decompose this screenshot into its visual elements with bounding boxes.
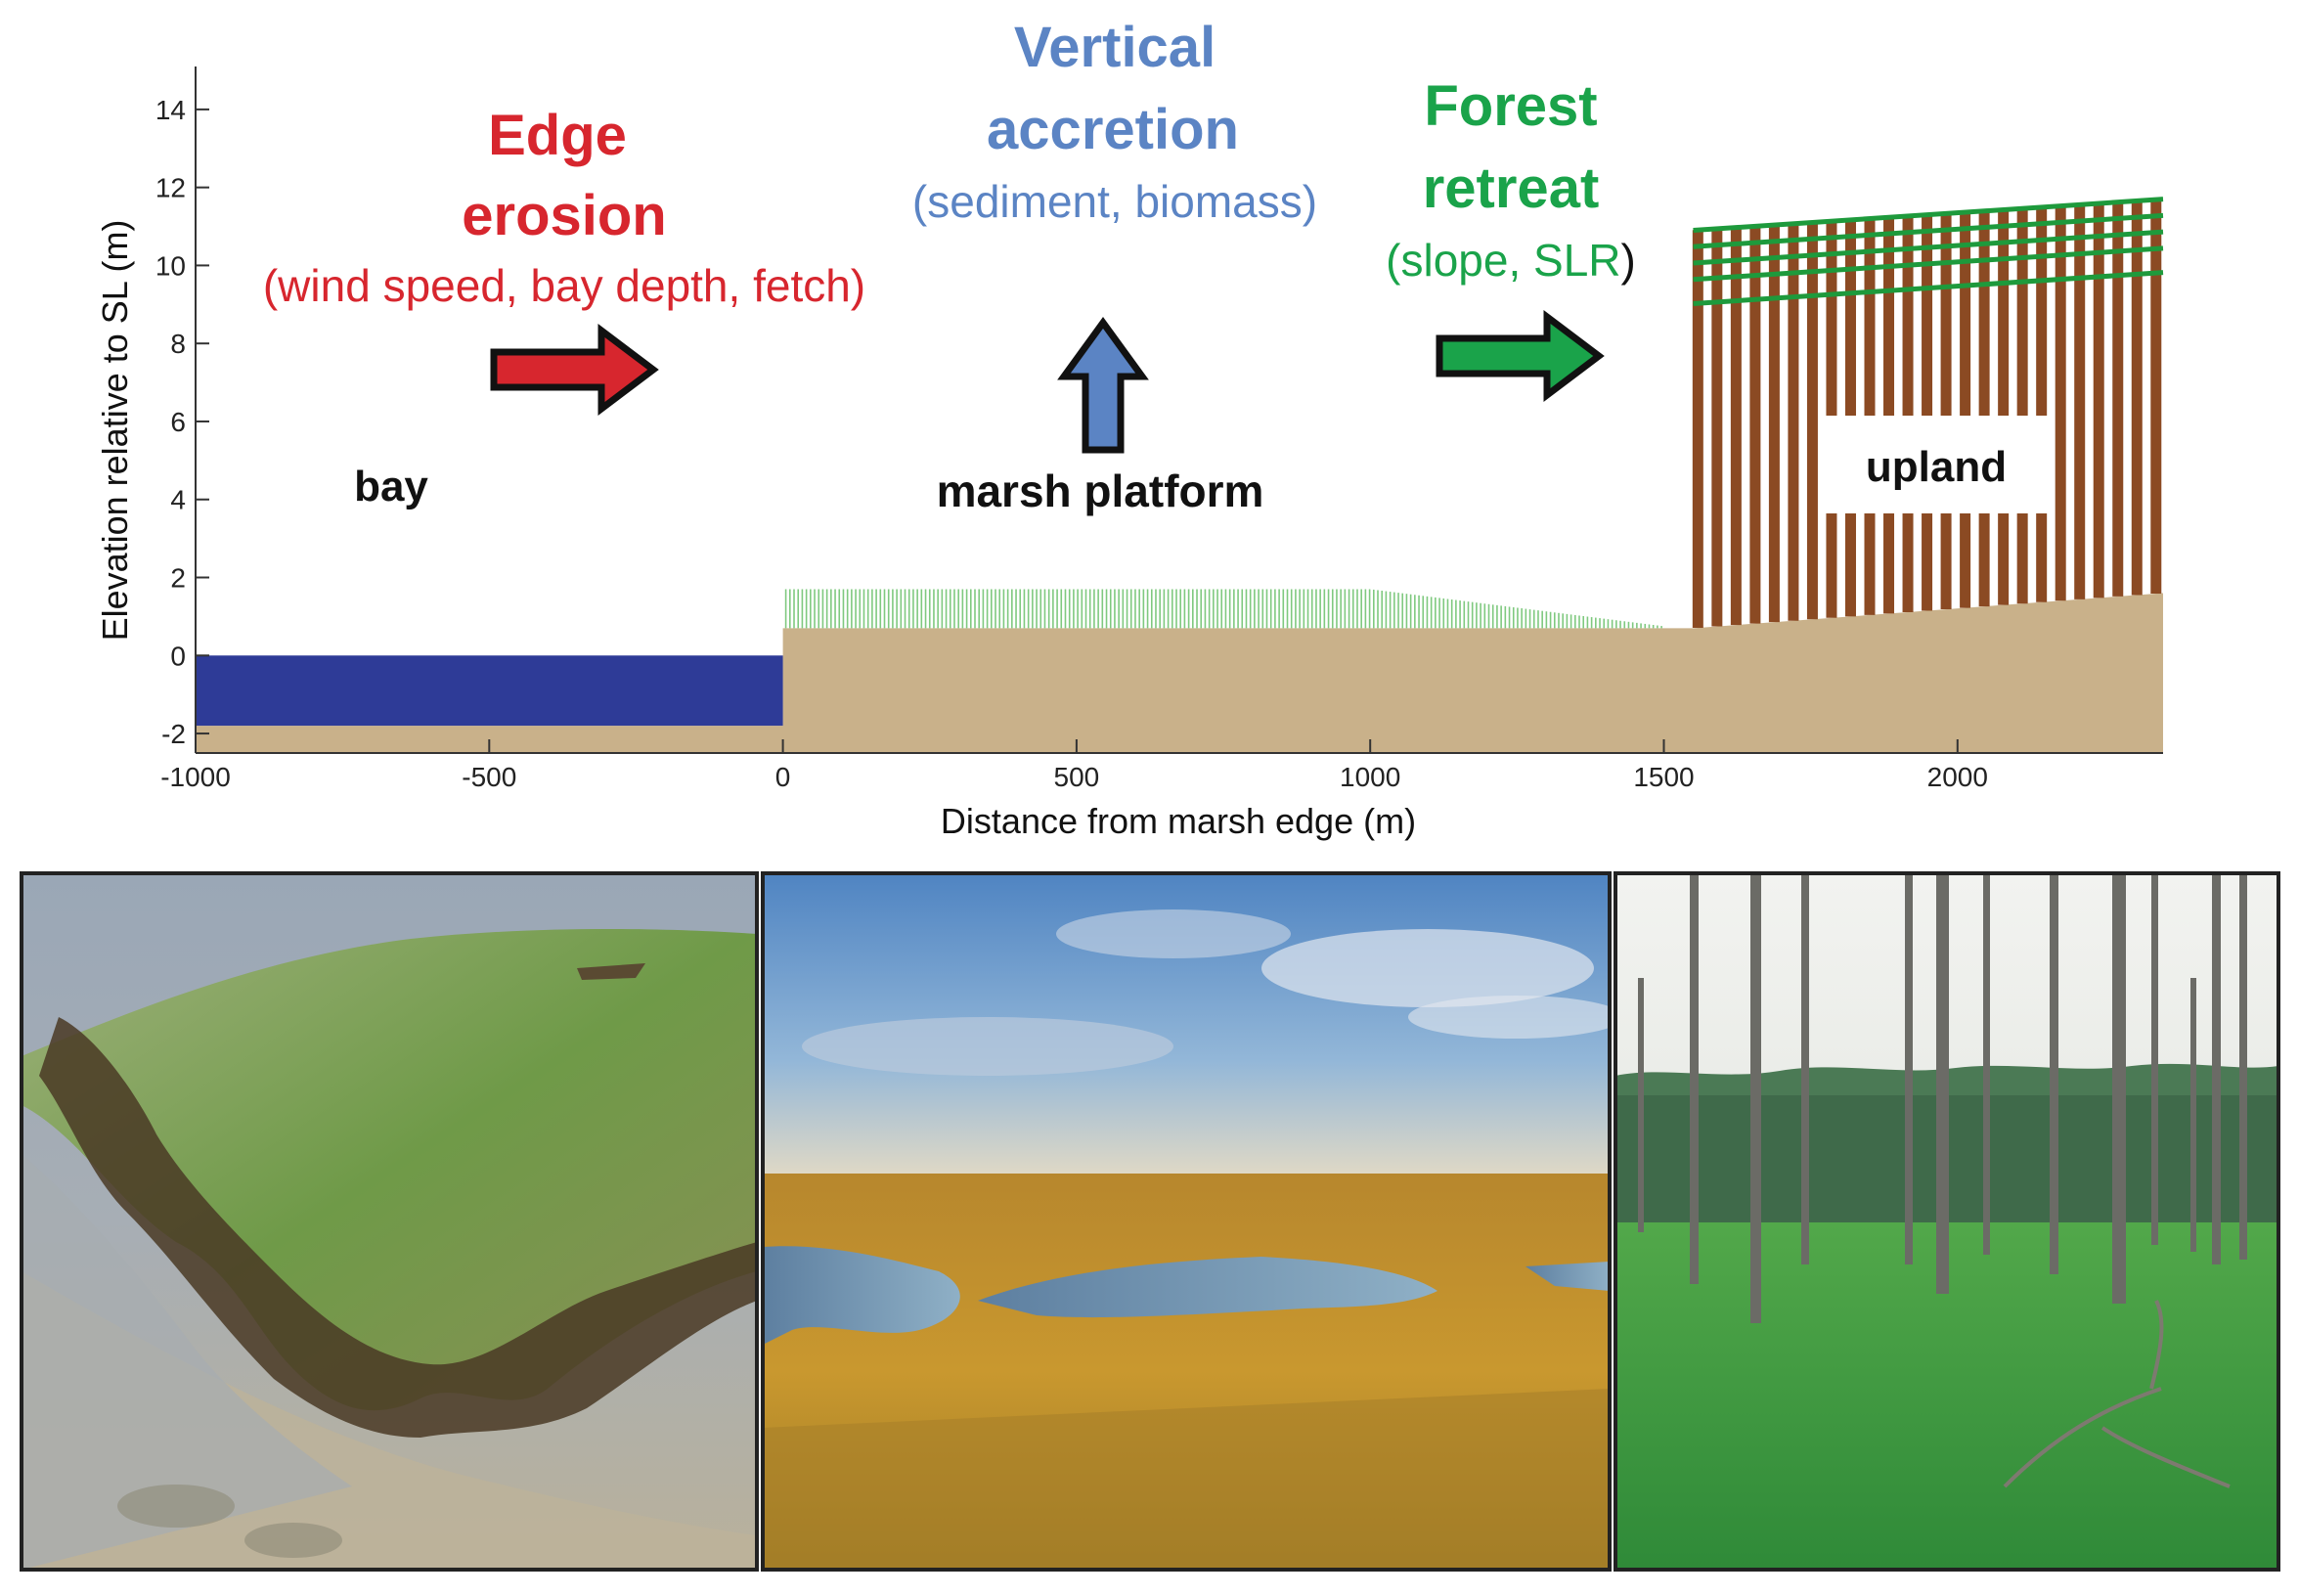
x-tick-label: 1000 [1340, 762, 1400, 792]
y-tick-label: 14 [155, 95, 186, 125]
photo-marsh-platform [763, 873, 1610, 1570]
photo-frame-2 [761, 871, 1612, 1572]
photo-frame-3 [1614, 871, 2280, 1572]
y-tick-label: 0 [170, 641, 186, 671]
y-tick-label: 6 [170, 407, 186, 437]
vertical-accretion-annotation: Vertical accretion (sediment, biomass) [912, 16, 1317, 454]
edge-erosion-title-line1: Edge [488, 104, 627, 167]
profile-layers [196, 197, 2164, 753]
forest-retreat-title-line2: retreat [1423, 156, 1600, 220]
zone-label-bay: bay [354, 463, 428, 510]
vertical-accretion-arrow-up-icon [1057, 317, 1149, 454]
y-tick-label: 2 [170, 563, 186, 594]
vertical-accretion-factors: (sediment, biomass) [912, 176, 1317, 227]
zone-label-upland-box: upland [1821, 416, 2052, 513]
upland-canopy [1693, 197, 2164, 307]
y-tick-label: 12 [155, 173, 186, 203]
bay-water [196, 655, 783, 727]
marsh-vegetation [784, 589, 1662, 629]
plot-axes: -2 0 2 4 6 8 10 12 14 -1000 -500 0 500 1000 1500 2000 [155, 66, 2163, 792]
forest-retreat-factors: (slope, SLR) [1386, 235, 1636, 286]
upland-tree-trunks [1692, 200, 2162, 629]
edge-erosion-annotation: Edge erosion (wind speed, bay depth, fet… [263, 104, 865, 417]
forest-retreat-title-line1: Forest [1424, 74, 1597, 138]
soil-sediment-layer [196, 593, 2163, 753]
x-tick-label: -1000 [160, 762, 231, 792]
y-tick-label: 10 [155, 250, 186, 281]
edge-erosion-arrow-right-icon [490, 323, 659, 417]
y-tick-label: 8 [170, 329, 186, 359]
forest-retreat-annotation: Forest retreat (slope, SLR) [1386, 74, 1636, 403]
x-tick-label: 0 [775, 762, 791, 792]
photo-eroding-marsh-edge [22, 873, 757, 1570]
x-tick-label: 2000 [1927, 762, 1988, 792]
x-axis-label: Distance from marsh edge (m) [941, 801, 1416, 841]
elevation-profile-plot: -2 0 2 4 6 8 10 12 14 -1000 -500 0 500 1000 1500 2000 [155, 66, 2164, 792]
y-tick-label: 4 [170, 485, 186, 515]
edge-erosion-factors: (wind speed, bay depth, fetch) [263, 260, 865, 311]
x-tick-label: 500 [1054, 762, 1100, 792]
forest-retreat-arrow-right-icon [1436, 309, 1605, 403]
photo-frame-1 [20, 871, 759, 1572]
zone-label-marsh-platform: marsh platform [937, 466, 1264, 516]
photo-retreating-forest [1615, 873, 2278, 1570]
vertical-accretion-title-line2: accretion [987, 98, 1239, 161]
vertical-accretion-title-line1: Vertical [1014, 16, 1216, 79]
y-tick-label: -2 [161, 719, 186, 749]
dead-tree-trunks [1638, 873, 2247, 1323]
edge-erosion-title-line2: erosion [462, 184, 667, 247]
y-axis-label: Elevation relative to SL (m) [95, 220, 135, 642]
zone-label-upland: upland [1866, 443, 2007, 491]
x-tick-label: -500 [462, 762, 516, 792]
x-tick-label: 1500 [1633, 762, 1694, 792]
